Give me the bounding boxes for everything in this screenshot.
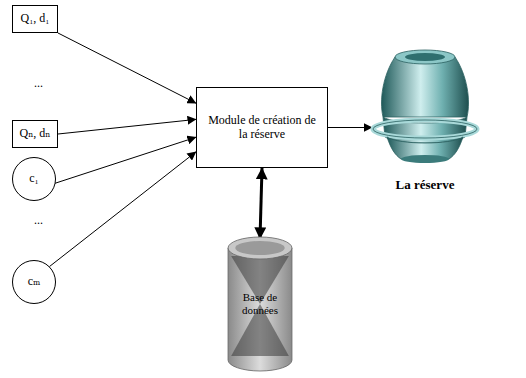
constraint-circle: cₘ [12,260,56,304]
node-label: Q₁, d₁ [20,12,49,26]
input-box: Qₙ, dₙ [12,120,58,148]
node-label: Base de données [232,291,288,316]
node-label: c₁ [29,172,39,186]
reserve-illustration: La réserve [365,45,485,195]
database-cylinder: Base de données [227,236,293,372]
reserve-vase [365,45,485,195]
ellipsis-label: ... [34,213,43,228]
caption-label: La réserve [396,178,455,193]
connector-arrow [58,119,196,134]
ellipsis-label: ... [34,76,43,91]
node-label: Qₙ, dₙ [19,127,50,141]
constraint-circle: c₁ [12,157,56,201]
connector-arrow [55,137,196,183]
connector-arrow [260,168,262,239]
connector-arrow [58,33,196,103]
input-box: Q₁, d₁ [12,5,58,33]
node-label: cₘ [28,275,41,289]
process-box: Module de création de la réserve [196,87,328,168]
connector-arrow [328,127,372,128]
connector-arrow [49,152,196,267]
node-label: Module de création de la réserve [203,114,321,142]
